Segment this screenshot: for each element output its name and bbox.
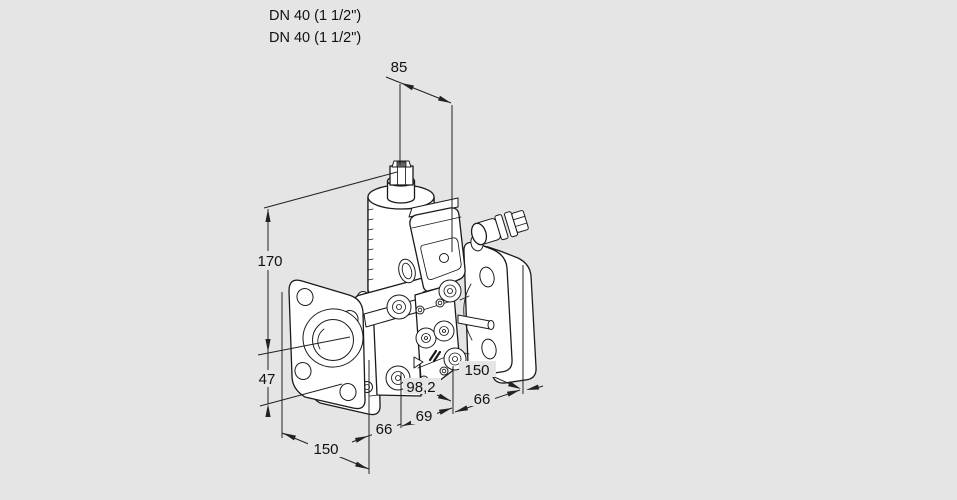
valve-body-front	[385, 279, 467, 395]
dim-label-85: 85	[391, 59, 408, 76]
left-flange	[288, 279, 366, 410]
product-size-label-1: DN 40 (1 1/2")	[269, 8, 361, 24]
product-size-label-2: DN 40 (1 1/2")	[269, 30, 361, 46]
dim-label-98-2: 98,2	[406, 379, 435, 396]
dim-label-47: 47	[259, 371, 276, 388]
dimension-98-2	[436, 393, 452, 402]
dim-label-66-bottom: 66	[376, 421, 393, 438]
dimension-85	[385, 76, 452, 104]
stamp-mark	[428, 349, 442, 363]
dim-label-150-bottom: 150	[313, 441, 338, 458]
labels: DN 40 (1 1/2") DN 40 (1 1/2") 85 170 47 …	[257, 8, 490, 458]
dimension-lines	[254, 76, 544, 474]
terminal-box	[398, 197, 466, 308]
right-flange	[463, 234, 537, 384]
flow-direction-icon	[413, 356, 424, 369]
dim-label-69: 69	[416, 408, 433, 425]
dim-label-170: 170	[257, 253, 282, 270]
dim-label-150-right: 150	[464, 362, 489, 379]
dimension-170-47	[265, 209, 271, 417]
cable-gland	[470, 210, 529, 246]
dim-label-66-right: 66	[474, 391, 491, 408]
dimension-150-right	[491, 375, 544, 390]
